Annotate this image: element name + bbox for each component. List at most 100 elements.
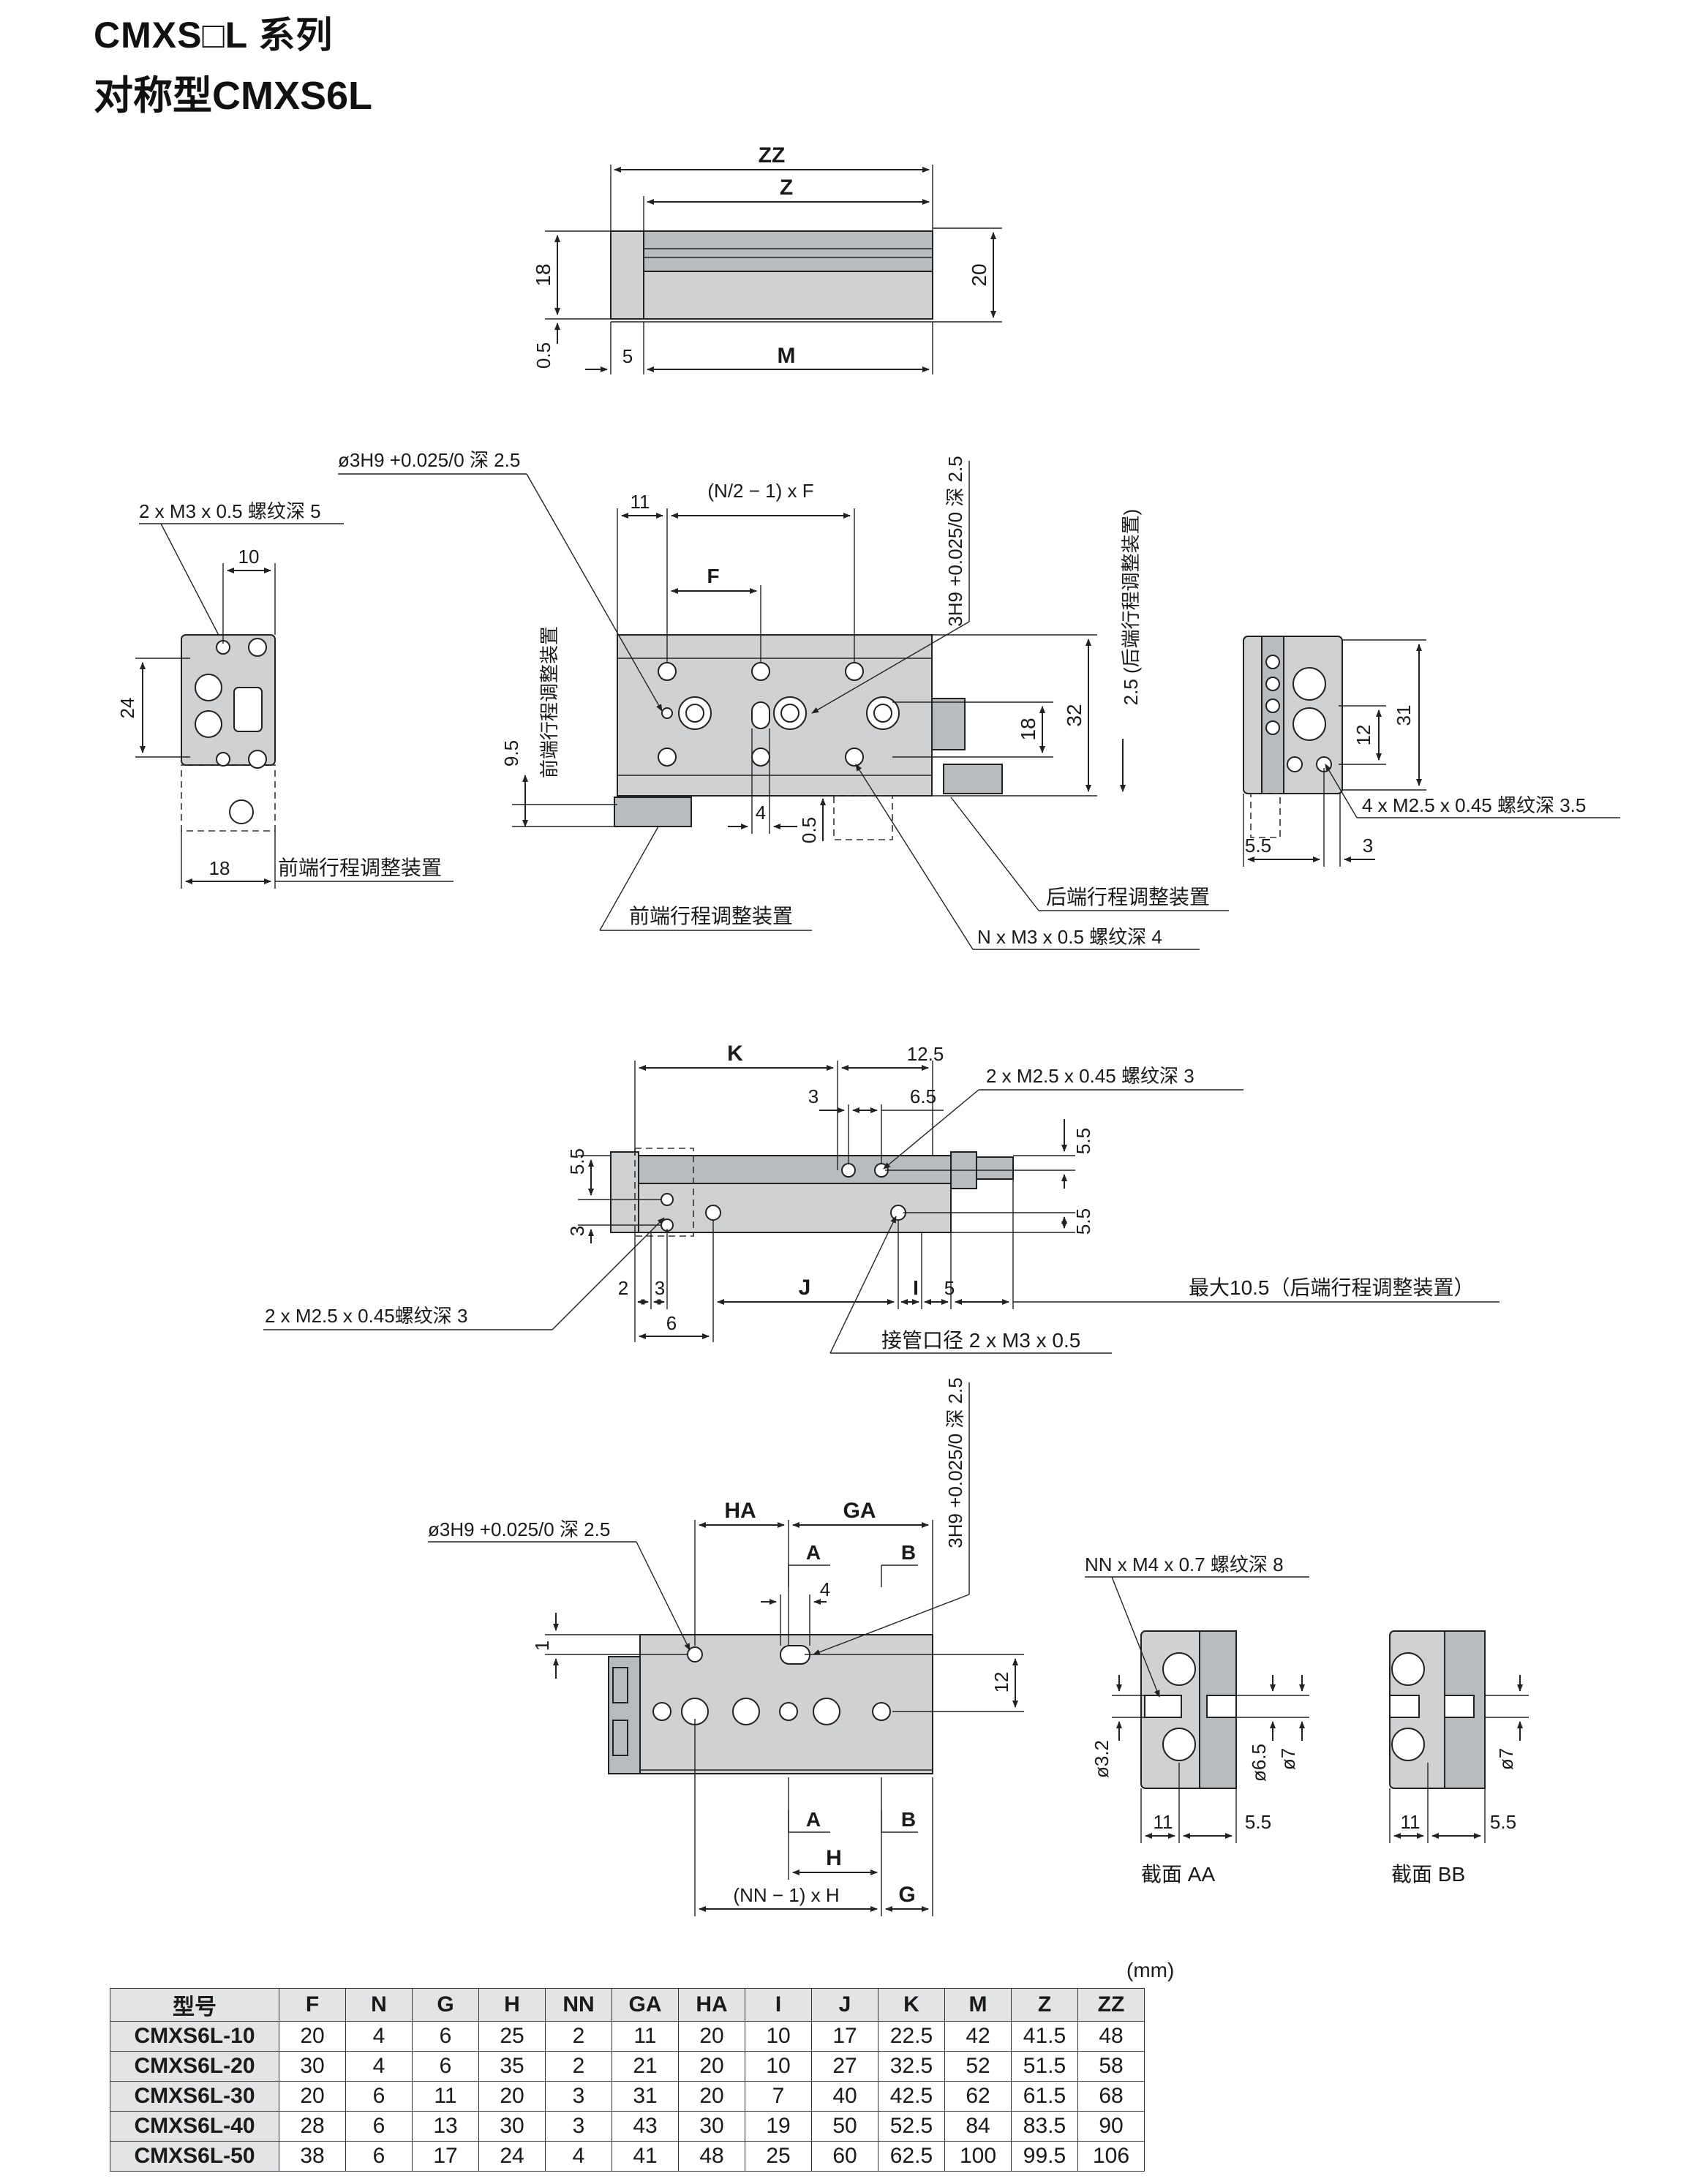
table-cell: 24 [478, 2141, 546, 2172]
table-cell: 20 [678, 2081, 745, 2112]
dim-4-front: 4 [756, 802, 766, 824]
dim-31: 31 [1393, 705, 1415, 726]
model-cell: CMXS6L-10 [110, 2021, 279, 2052]
front-adjuster-vertical: 前端行程调整装置 [538, 626, 560, 778]
table-cell: 38 [279, 2141, 346, 2172]
n-thread-callout: N x M3 x 0.5 螺纹深 4 [977, 926, 1162, 948]
max-stroke-callout: 最大10.5（后端行程调整装置） [1189, 1276, 1475, 1299]
table-cell: 2 [545, 2021, 612, 2052]
table-cell: 20 [279, 2081, 346, 2112]
thread-4x-callout: 4 x M2.5 x 0.45 螺纹深 3.5 [1362, 794, 1586, 816]
dim-6-side: 6 [666, 1312, 677, 1334]
rear-adjuster-vertical: 2.5 (后端行程调整装置) [1120, 509, 1142, 706]
section-b-bottom: B [901, 1808, 916, 1831]
table-cell: 30 [678, 2111, 745, 2142]
dim-g: G [898, 1883, 915, 1907]
table-cell: 28 [279, 2111, 346, 2142]
dim-12-right: 12 [1352, 725, 1374, 746]
dim-24: 24 [116, 698, 138, 719]
table-cell: 20 [678, 2051, 745, 2082]
dim-18-left: 18 [209, 857, 230, 879]
model-cell: CMXS6L-20 [110, 2051, 279, 2082]
table-cell: 20 [478, 2081, 546, 2112]
table-cell: 30 [478, 2111, 546, 2142]
dim-z: Z [780, 176, 793, 200]
table-cell: 41 [612, 2141, 679, 2172]
front-holes [658, 662, 900, 767]
table-cell: 106 [1077, 2141, 1145, 2172]
dim-d7-bb: ø7 [1495, 1748, 1517, 1770]
dim-4-bottom: 4 [820, 1578, 830, 1600]
table-cell: 6 [412, 2051, 479, 2082]
model-title: 对称型CMXS6L [94, 74, 373, 118]
table-header-cell: G [412, 1988, 479, 2022]
table-cell: 83.5 [1011, 2111, 1078, 2142]
table-cell: 35 [478, 2051, 546, 2082]
dim-ha: HA [724, 1499, 756, 1523]
table-cell: 32.5 [878, 2051, 945, 2082]
top-view: ZZ Z 18 20 0.5 5 M [532, 143, 1002, 374]
dim-5-top: 5 [622, 345, 633, 367]
table-cell: 58 [1077, 2051, 1145, 2082]
table-cell: 6 [345, 2081, 413, 2112]
dim-i: I [913, 1276, 919, 1299]
table-header-cell: GA [612, 1988, 679, 2022]
table-header-cell: NN [545, 1988, 612, 2022]
table-cell: 21 [612, 2051, 679, 2082]
section-a-bottom: A [806, 1808, 821, 1831]
dim-5-5-aa: 5.5 [1245, 1811, 1271, 1833]
table-cell: 31 [612, 2081, 679, 2112]
table-cell: 90 [1077, 2111, 1145, 2142]
section-a-top: A [806, 1541, 821, 1564]
table-cell: 22.5 [878, 2021, 945, 2052]
table-cell: 6 [345, 2141, 413, 2172]
model-cell: CMXS6L-50 [110, 2141, 279, 2172]
dim-18-top: 18 [532, 263, 554, 286]
table-unit: (mm) [1126, 1959, 1175, 1981]
dim-5-5-bb: 5.5 [1490, 1811, 1516, 1833]
table-cell: 42.5 [878, 2081, 945, 2112]
dim-5-5-side-r1: 5.5 [1072, 1128, 1094, 1154]
dim-3-side-top: 3 [808, 1085, 819, 1107]
dim-6-5: 6.5 [910, 1085, 936, 1107]
front-view: 11 (N/2 − 1) x F F 18 32 9.5 前端行程调整装置 4 … [139, 449, 1229, 950]
bottom-hole-vertical: 3H9 +0.025/0 深 2.5 [944, 1377, 966, 1548]
dim-3-side-left: 3 [566, 1226, 588, 1236]
section-aa: ø3.2 ø6.5 ø7 11 5.5 截面 AA NN x M4 x 0.7 … [1085, 1554, 1309, 1886]
dim-12-bottom: 12 [990, 1672, 1012, 1693]
table-header-cell: ZZ [1077, 1988, 1145, 2022]
table-header-cell: I [745, 1988, 812, 2022]
dim-0-5-front: 0.5 [798, 817, 820, 843]
table-cell: 51.5 [1011, 2051, 1078, 2082]
bottom-view: HA GA A B 4 1 12 3H9 +0.025/0 深 2.5 ø3H9… [428, 1377, 1024, 1916]
table-cell: 6 [345, 2111, 413, 2142]
table-cell: 13 [412, 2111, 479, 2142]
dim-d7-aa: ø7 [1277, 1748, 1299, 1770]
top-view-slide [643, 230, 933, 272]
table-cell: 48 [678, 2141, 745, 2172]
dim-f: F [707, 565, 719, 587]
dim-m: M [778, 344, 796, 368]
table-cell: 20 [678, 2021, 745, 2052]
table-header-cell: J [811, 1988, 878, 2022]
table-cell: 19 [745, 2111, 812, 2142]
dim-32: 32 [1063, 704, 1085, 726]
rear-adjuster-callout: 后端行程调整装置 [1046, 886, 1210, 908]
table-cell: 25 [745, 2141, 812, 2172]
table-cell: 6 [412, 2021, 479, 2052]
dim-0-5-top: 0.5 [533, 342, 554, 369]
dim-20: 20 [968, 263, 990, 286]
bottom-holes [652, 1698, 891, 1725]
section-b-top: B [901, 1541, 916, 1564]
table-header-cell: 型号 [110, 1988, 279, 2022]
model-cell: CMXS6L-40 [110, 2111, 279, 2142]
table-cell: 62.5 [878, 2141, 945, 2172]
dim-5-5-side-left: 5.5 [566, 1148, 588, 1175]
thread-top-callout: 2 x M2.5 x 0.45 螺纹深 3 [986, 1065, 1194, 1087]
side-view: K 12.5 3 6.5 5.5 3 5.5 5.5 [263, 1042, 1500, 1354]
